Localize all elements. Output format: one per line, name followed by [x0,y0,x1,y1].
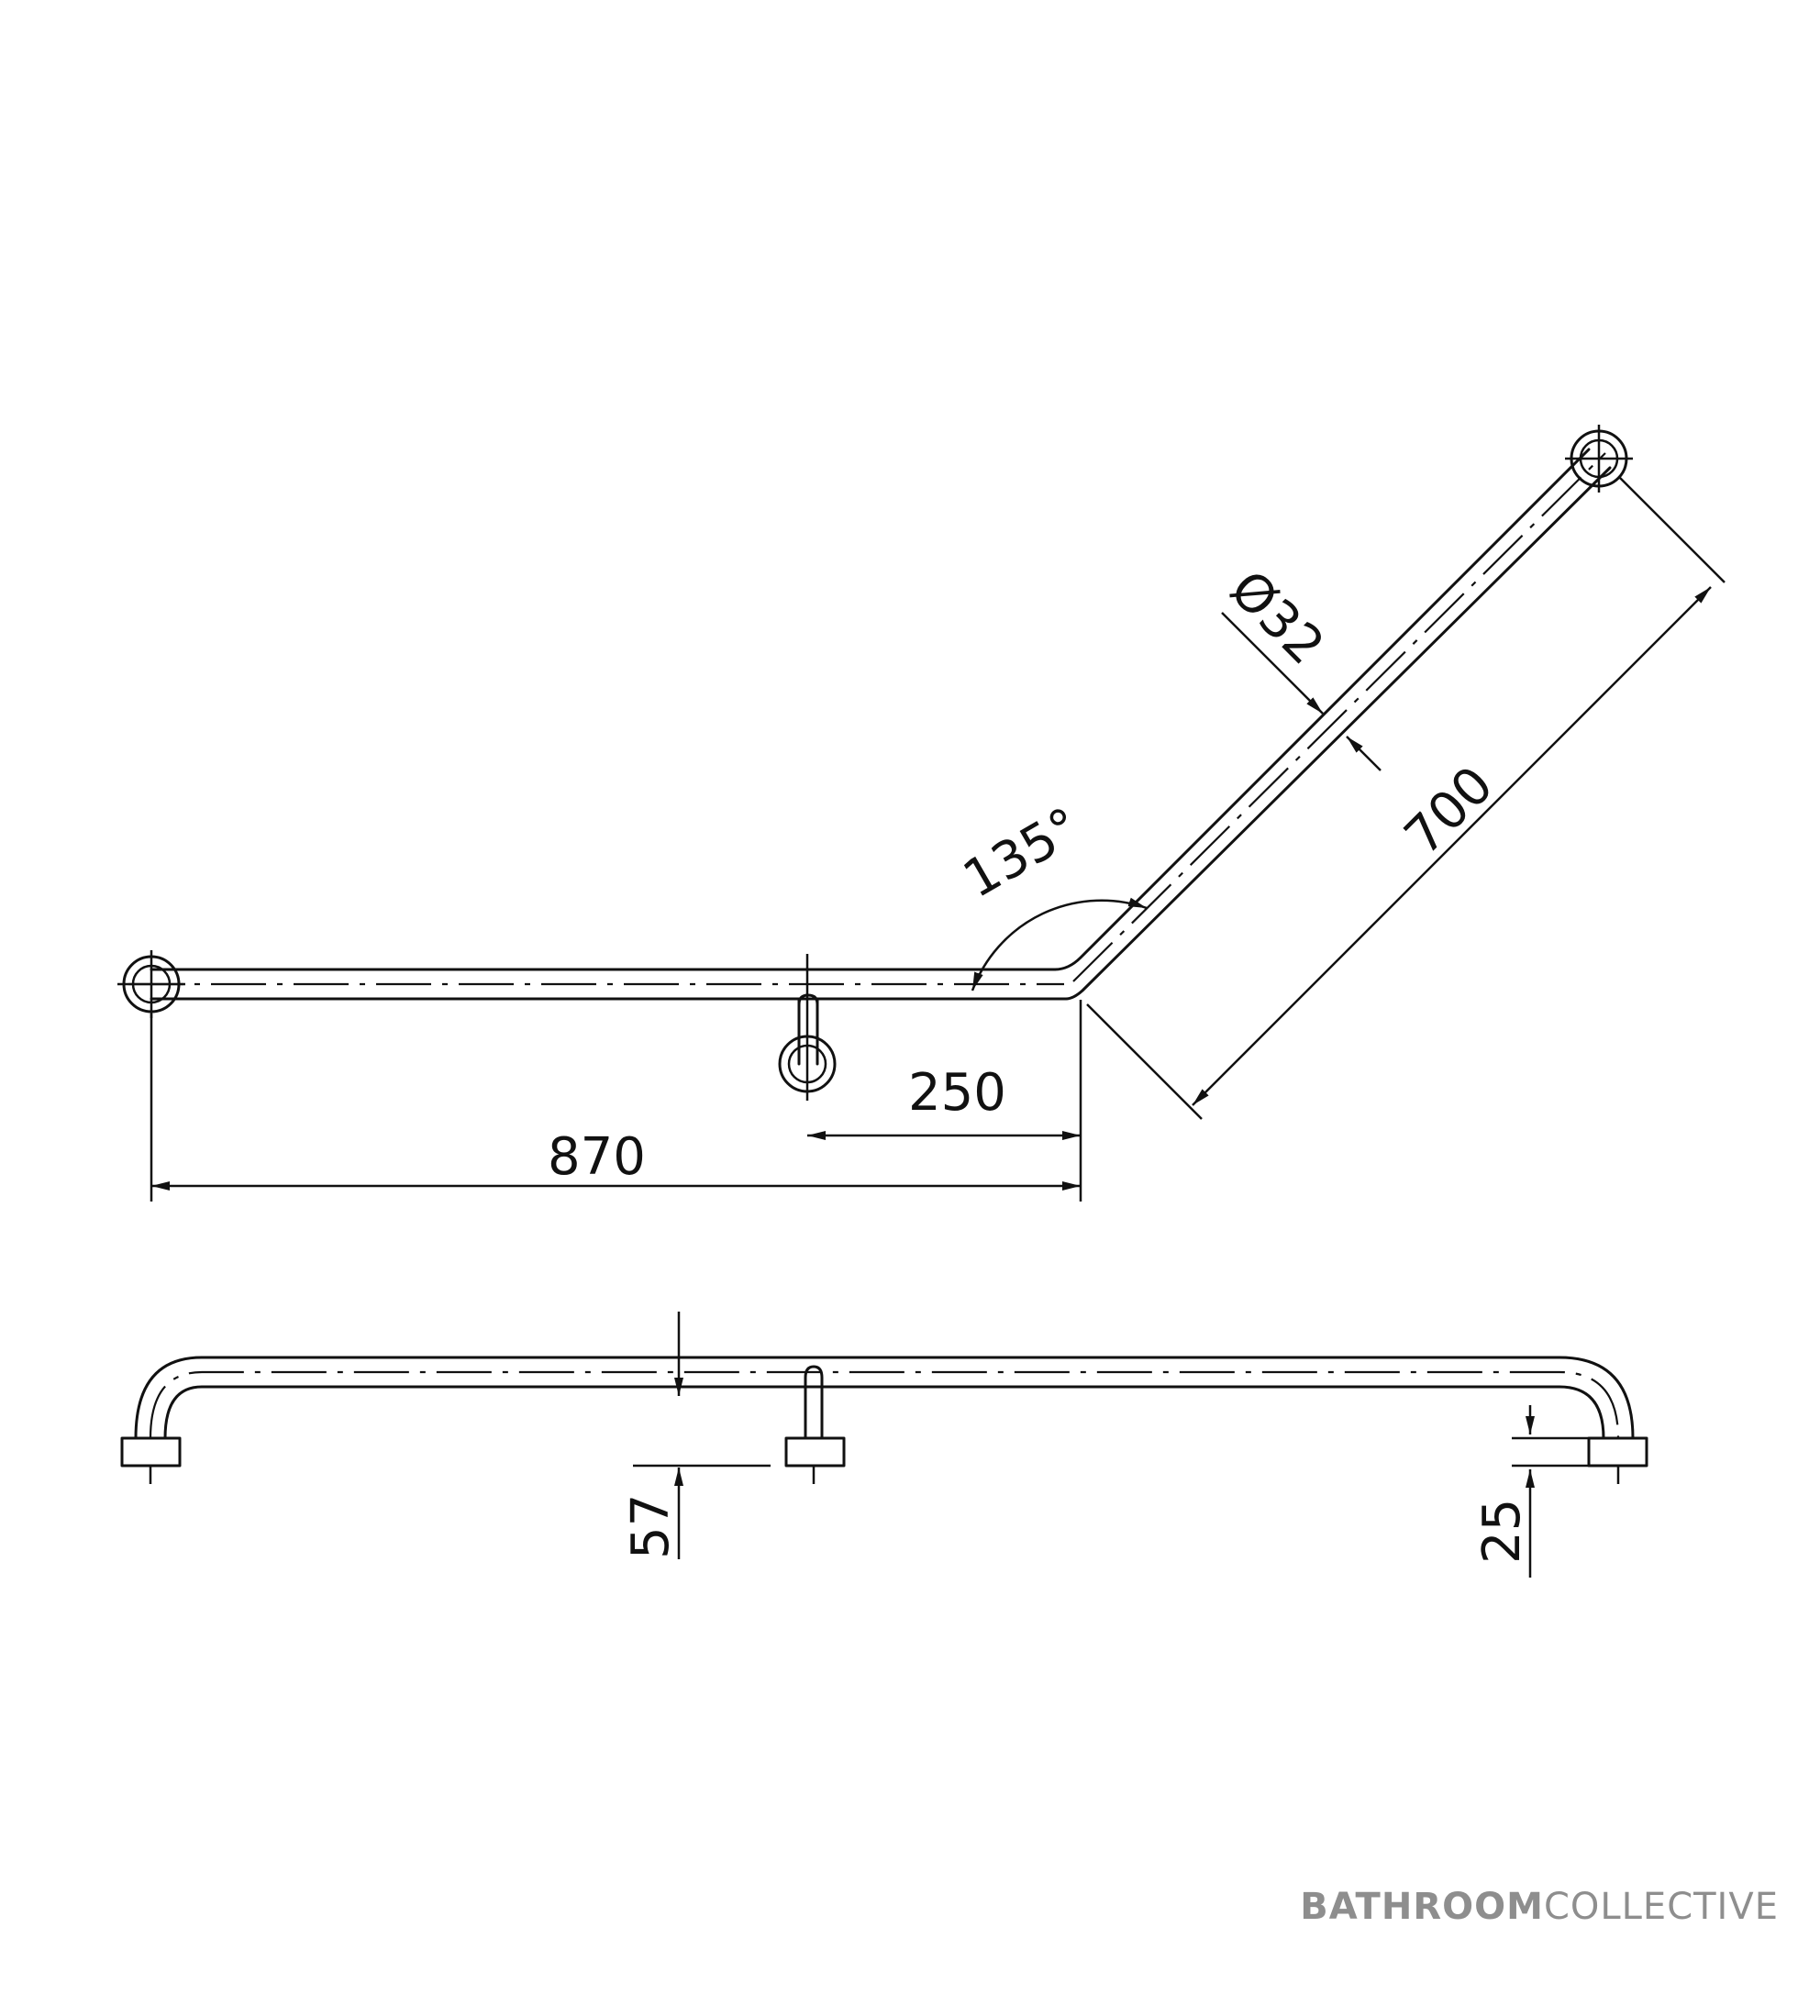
angled-tube [1053,448,1612,1001]
elevation-centre-support [784,1365,846,1484]
length-700-dimension: 700 [1086,476,1726,1120]
brand-light: COLLECTIVE [1543,1886,1779,1928]
diameter-label: Ø32 [1218,559,1336,677]
plan-view: 135° Ø32 700 250 870 [117,425,1726,1202]
length-870-label: 870 [548,1127,646,1187]
flange-offset-dimension: 250 [807,1063,1081,1140]
brand-bold: BATHROOM [1300,1886,1544,1928]
elevation-rail [134,1356,1635,1440]
projection-57-label: 57 [621,1494,681,1559]
right-foot-flange [1587,1436,1648,1484]
elevation-view: 57 25 [120,1312,1648,1578]
brand-logo: BATHROOMCOLLECTIVE [1300,1886,1779,1928]
flange-offset-label: 250 [908,1063,1006,1123]
projection-25-label: 25 [1472,1499,1532,1564]
left-foot-flange [120,1436,182,1484]
angle-label: 135° [954,796,1091,910]
projection-57-dimension: 57 [621,1312,771,1559]
length-700-label: 700 [1393,755,1505,867]
centre-support [778,954,837,1101]
angle-dimension: 135° [954,796,1148,991]
horizontal-tube [128,968,1068,1001]
length-870-dimension: 870 [151,1127,1081,1191]
projection-25-dimension: 25 [1472,1405,1589,1578]
